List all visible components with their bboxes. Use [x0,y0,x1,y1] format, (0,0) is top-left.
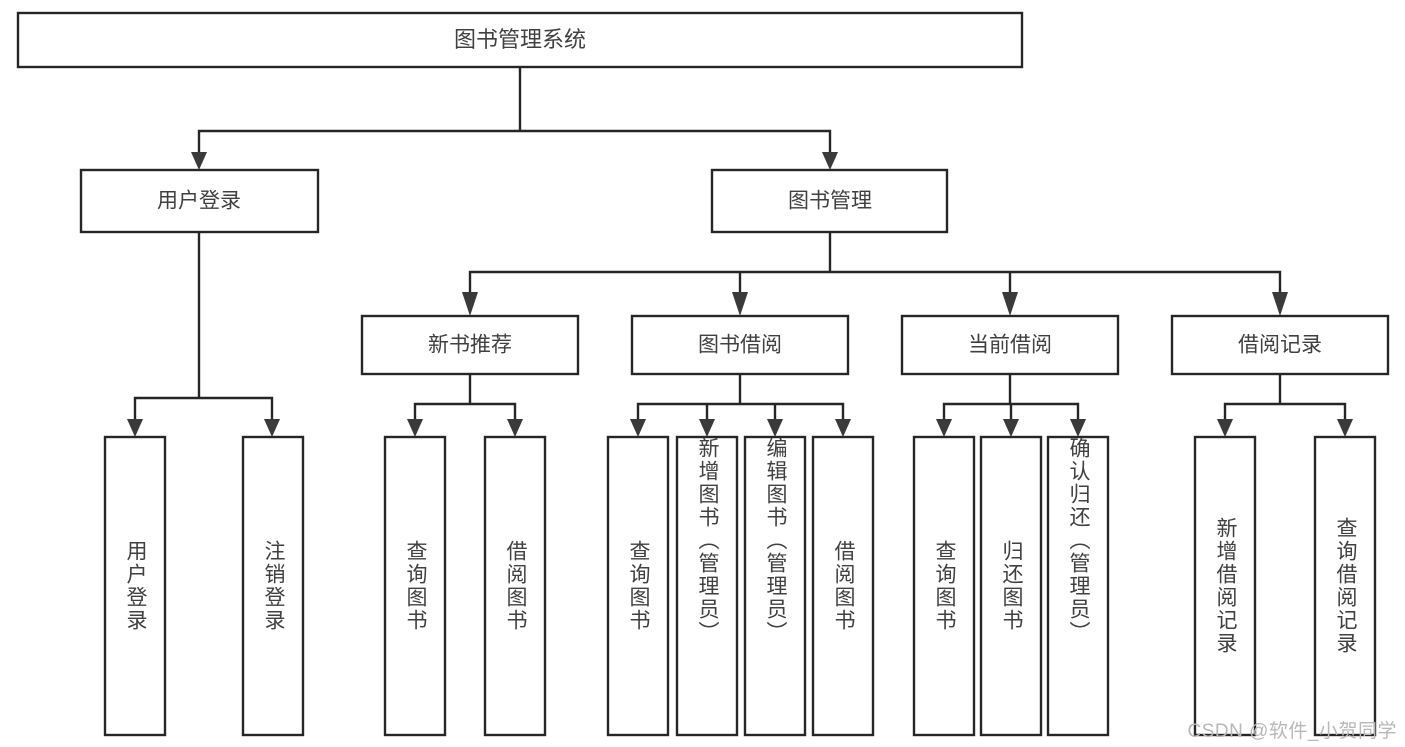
arrow-to-leaf-query-book-1 [407,419,423,437]
leaf-query-book-3-box[interactable] [912,435,976,737]
leaf-query-book-1-box[interactable] [383,435,447,737]
connector-newbookrec-bus [413,372,517,421]
node-user-login-label: 用户登录 [157,190,241,213]
arrow-to-leaf-add-borrow-record [1217,419,1233,437]
arrow-to-leaf-query-book-3 [936,419,952,437]
node-book-manage-box[interactable] [710,168,949,234]
node-current-borrow[interactable]: 当前借阅 [900,314,1120,376]
arrow-to-user-login [191,152,207,170]
arrow-to-book-manage [822,152,838,170]
node-new-book-rec-box[interactable] [360,314,580,376]
leaf-box-layer [103,435,1377,737]
connector-borrowrecord-bus [1223,372,1347,421]
arrow-to-leaf-edit-book-admin [767,419,783,437]
node-root-box[interactable] [16,11,1024,69]
arrow-to-leaf-add-book-admin [699,419,715,437]
connector-userlogin-bus [133,230,274,421]
arrow-to-leaf-logout-login [264,419,280,437]
arrow-to-borrow-record [1272,292,1288,316]
arrow-to-new-book-rec [462,292,478,316]
node-current-borrow-box[interactable] [900,314,1120,376]
node-root-label: 图书管理系统 [454,27,586,52]
node-current-borrow-label: 当前借阅 [968,334,1052,357]
connector-currentborrow-bus [942,372,1080,421]
node-borrow-record-box[interactable] [1170,314,1390,376]
arrow-to-leaf-user-login [127,419,143,437]
leaf-confirm-return-admin-box[interactable] [1046,435,1110,737]
arrow-to-current-borrow [1002,292,1018,316]
node-book-manage[interactable]: 图书管理 [710,168,949,234]
leaf-edit-book-admin-box[interactable] [743,435,807,737]
leaf-logout-login-box[interactable] [241,435,305,737]
arrow-to-leaf-return-book [1003,419,1019,437]
node-book-borrow-label: 图书借阅 [698,334,782,357]
leaf-add-book-admin-box[interactable] [675,435,739,737]
node-new-book-rec[interactable]: 新书推荐 [360,314,580,376]
node-book-manage-label: 图书管理 [788,190,872,213]
arrow-to-leaf-query-book-2 [630,419,646,437]
arrow-to-book-borrow [732,292,748,316]
arrow-to-leaf-borrow-book-2 [835,419,851,437]
arrow-to-leaf-confirm-return-admin [1070,419,1086,437]
leaf-borrow-book-2-box[interactable] [811,435,875,737]
connector-root-to-level2 [197,65,832,154]
node-borrow-record[interactable]: 借阅记录 [1170,314,1390,376]
node-book-borrow-box[interactable] [630,314,850,376]
node-book-borrow[interactable]: 图书借阅 [630,314,850,376]
node-user-login[interactable]: 用户登录 [79,168,320,234]
leaf-query-book-2-box[interactable] [606,435,670,737]
csdn-watermark: CSDN @软件_小贺同学 [1187,721,1397,742]
arrow-to-leaf-borrow-book-1 [507,419,523,437]
node-root[interactable]: 图书管理系统 [16,11,1024,69]
connector-bookborrow-bus [636,372,845,421]
leaf-query-borrow-record-box[interactable] [1313,435,1377,737]
connector-layer [127,65,1353,437]
node-borrow-record-label: 借阅记录 [1238,334,1322,357]
leaf-user-login-box[interactable] [103,435,167,737]
node-new-book-rec-label: 新书推荐 [428,334,512,357]
leaf-borrow-book-1-box[interactable] [483,435,547,737]
leaf-return-book-box[interactable] [979,435,1043,737]
connector-bookmanage-bus [468,230,1282,294]
node-user-login-box[interactable] [79,168,320,234]
leaf-add-borrow-record-box[interactable] [1193,435,1257,737]
arrow-to-leaf-query-borrow-record [1337,419,1353,437]
